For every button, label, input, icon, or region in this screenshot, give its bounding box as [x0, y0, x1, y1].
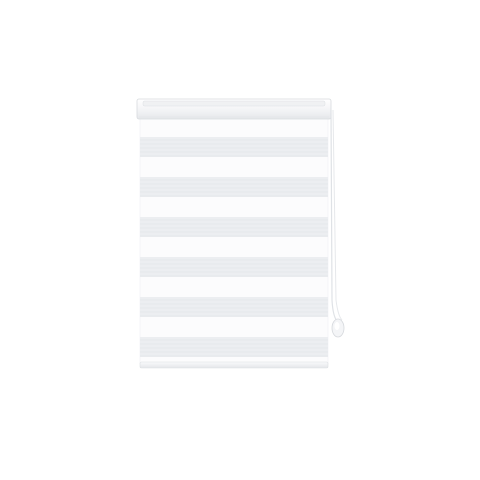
cassette [136, 98, 332, 120]
chain-control [330, 109, 345, 338]
fabric-panel [139, 117, 329, 365]
dense-stripes [140, 137, 328, 357]
bottom-rail [139, 361, 329, 369]
